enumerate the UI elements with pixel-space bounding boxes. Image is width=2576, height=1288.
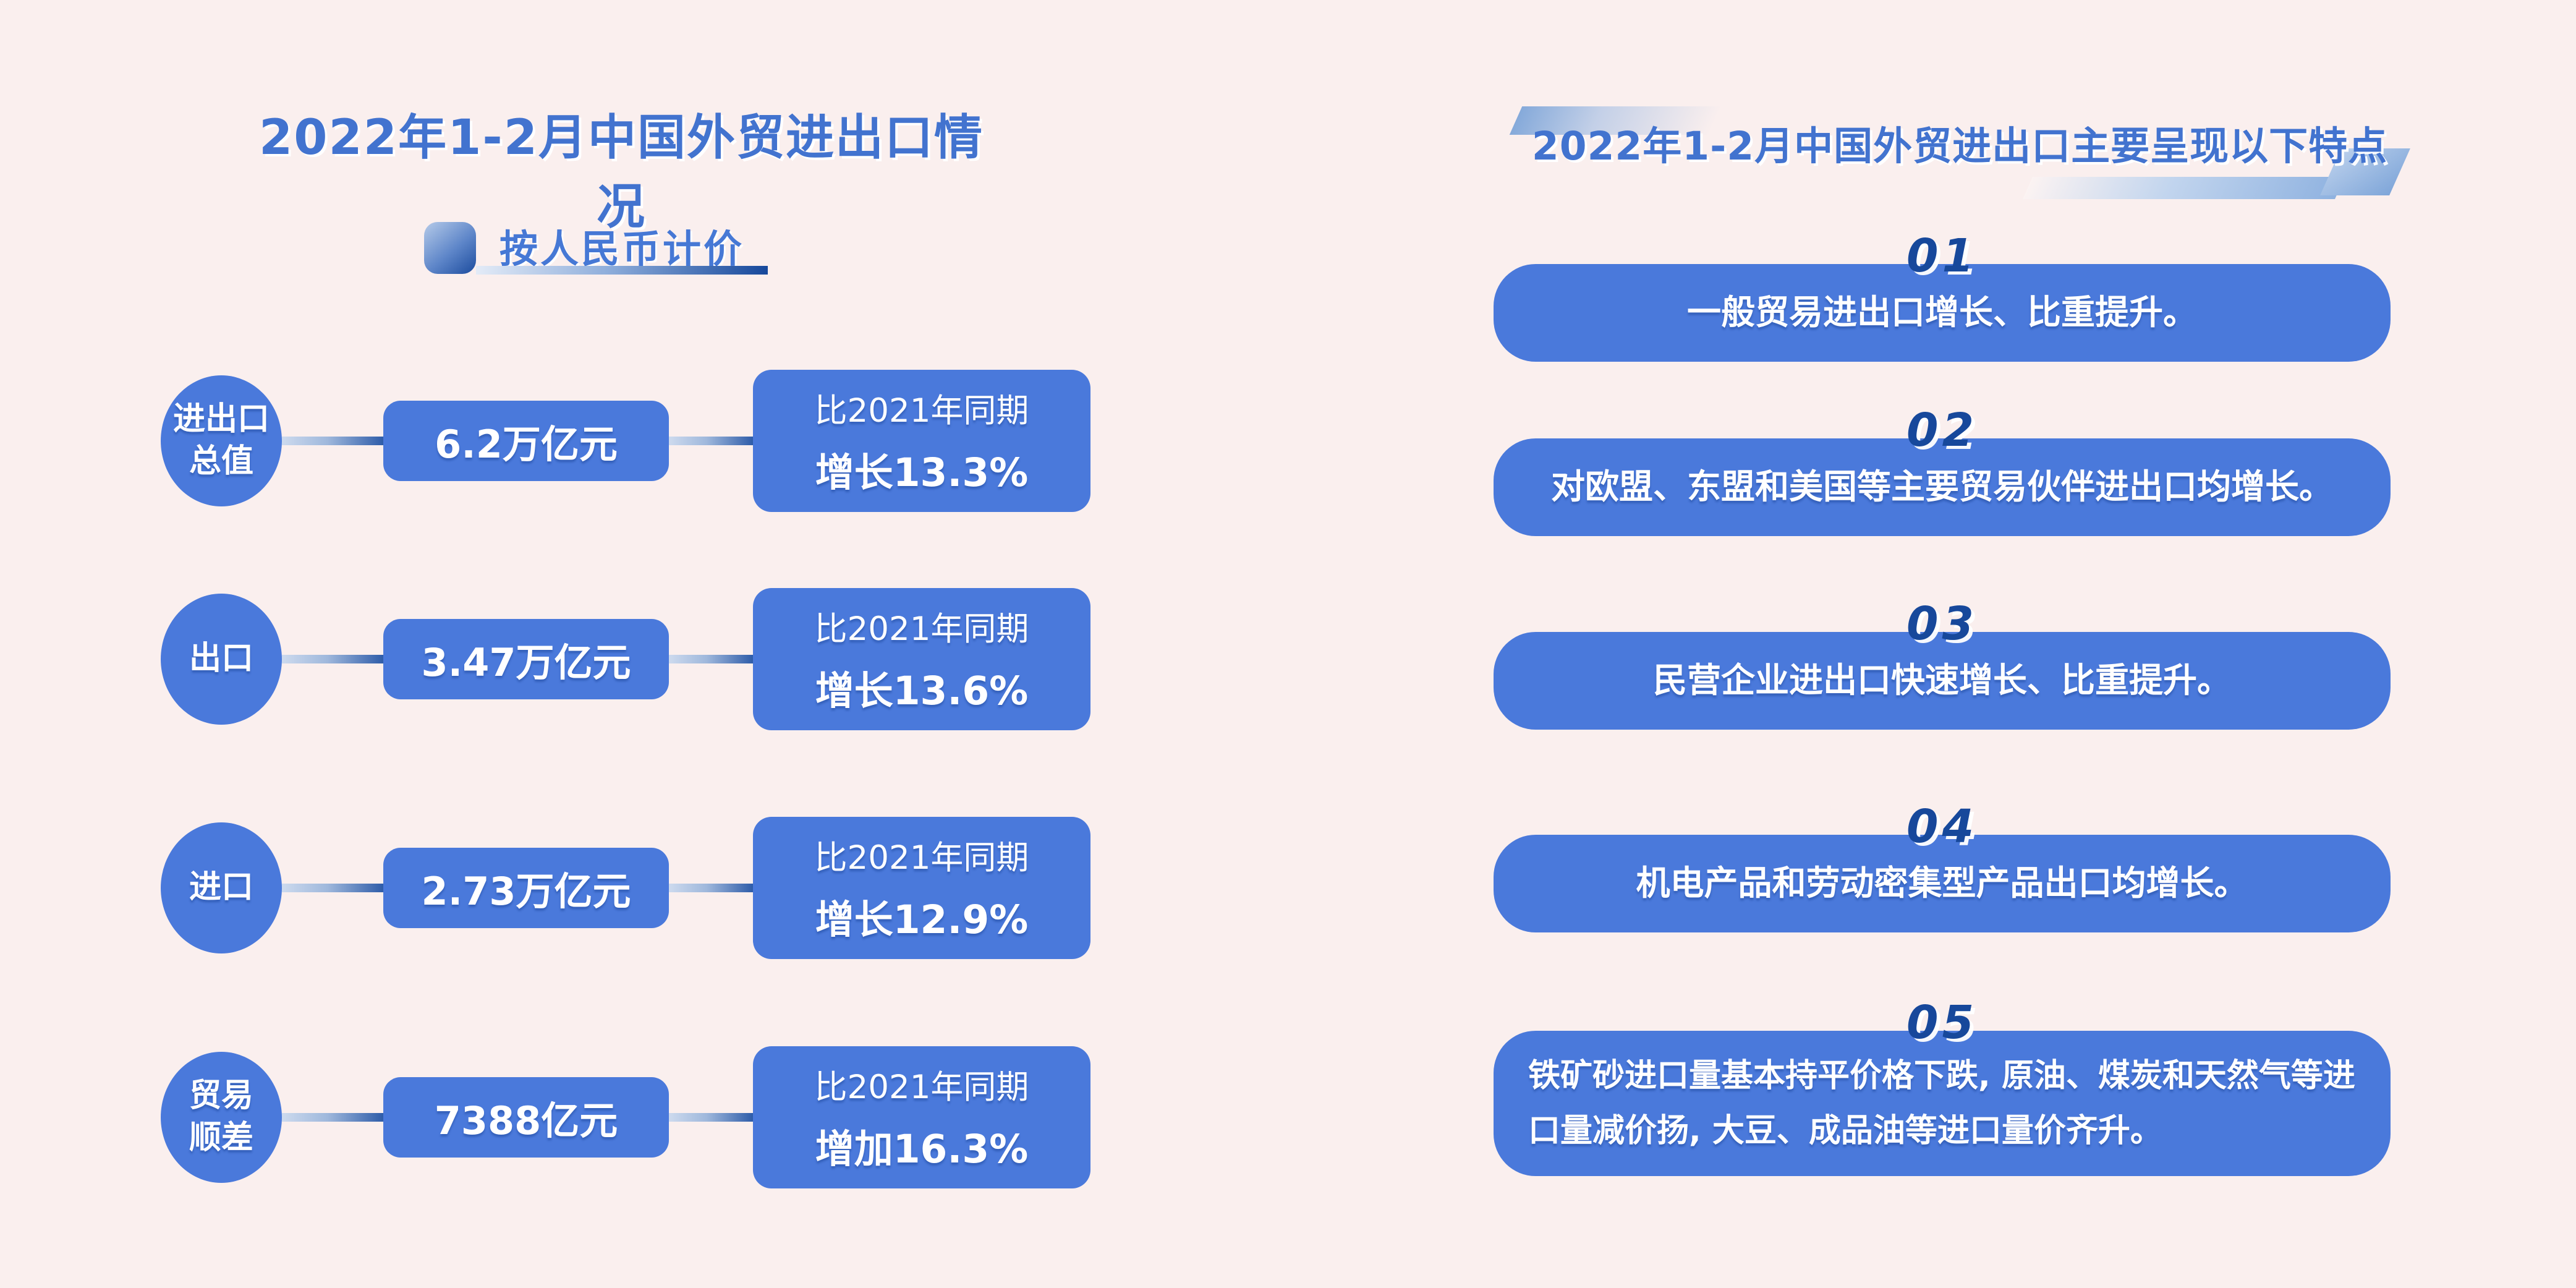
left-panel-title: 2022年1-2月中国外贸进出口情况 — [258, 110, 984, 235]
compare-prefix: 比2021年同期 — [814, 1068, 1029, 1106]
feature-number: 02 — [1906, 404, 1978, 457]
compare-change: 增长12.9% — [815, 897, 1029, 942]
connector-line-left — [282, 884, 383, 892]
stat-label: 进出口 总值 — [172, 401, 270, 480]
feature-pill: 对欧盟、东盟和美国等主要贸易伙伴进出口均增长。 — [1494, 438, 2391, 536]
connector-line-left — [282, 655, 383, 663]
stat-value-pill: 7388亿元 — [383, 1077, 669, 1158]
stat-label-circle: 进口 — [161, 822, 282, 953]
compare-prefix: 比2021年同期 — [814, 610, 1029, 648]
stat-row-import: 进口 2.73万亿元 比2021年同期 增长12.9% — [161, 789, 1094, 987]
connector-line-right — [669, 1113, 753, 1122]
right-panel-title: 2022年1-2月中国外贸进出口主要呈现以下特点 — [1531, 124, 2388, 169]
stat-label-circle: 出口 — [161, 594, 282, 725]
connector-line-right — [669, 884, 753, 892]
stat-value: 7388亿元 — [434, 1098, 618, 1143]
stat-label-circle: 进出口 总值 — [161, 375, 282, 506]
stat-value-pill: 2.73万亿元 — [383, 848, 669, 928]
subtitle-underline — [476, 266, 768, 275]
connector-line-left — [282, 1113, 383, 1122]
stat-label: 进口 — [189, 869, 253, 906]
feature-text: 民营企业进出口快速增长、比重提升。 — [1652, 660, 2231, 701]
stat-value-pill: 3.47万亿元 — [383, 619, 669, 699]
compare-prefix: 比2021年同期 — [814, 838, 1029, 877]
feature-number: 05 — [1906, 996, 1978, 1049]
stat-row-total: 进出口 总值 6.2万亿元 比2021年同期 增长13.3% — [161, 342, 1094, 540]
stat-value-pill: 6.2万亿元 — [383, 401, 669, 481]
title-decoration-bottom-right — [2022, 177, 2345, 199]
compare-change: 增加16.3% — [815, 1126, 1029, 1172]
feature-pill: 一般贸易进出口增长、比重提升。 — [1494, 264, 2391, 362]
stat-compare-box: 比2021年同期 增长13.6% — [753, 588, 1090, 730]
stat-row-surplus: 贸易 顺差 7388亿元 比2021年同期 增加16.3% — [161, 1018, 1094, 1216]
stat-compare-box: 比2021年同期 增加16.3% — [753, 1046, 1090, 1188]
connector-line-right — [669, 655, 753, 663]
compare-change: 增长13.3% — [815, 450, 1029, 495]
stat-value: 3.47万亿元 — [421, 640, 631, 685]
currency-basis-label: 按人民币计价 — [499, 226, 745, 271]
feature-number: 04 — [1906, 800, 1978, 853]
stat-label-circle: 贸易 顺差 — [161, 1052, 282, 1183]
feature-text: 对欧盟、东盟和美国等主要贸易伙伴进出口均增长。 — [1550, 467, 2333, 507]
feature-pill: 铁矿砂进口量基本持平价格下跌, 原油、煤炭和天然气等进 口量减价扬, 大豆、成品… — [1494, 1031, 2391, 1176]
feature-number: 01 — [1906, 229, 1978, 283]
feature-text: 一般贸易进出口增长、比重提升。 — [1686, 292, 2197, 333]
stat-label: 出口 — [189, 640, 253, 678]
feature-text: 铁矿砂进口量基本持平价格下跌, 原油、煤炭和天然气等进 口量减价扬, 大豆、成品… — [1528, 1057, 2355, 1149]
feature-pill: 民营企业进出口快速增长、比重提升。 — [1494, 632, 2391, 730]
stat-value: 2.73万亿元 — [421, 869, 631, 914]
stat-compare-box: 比2021年同期 增长13.3% — [753, 370, 1090, 512]
compare-change: 增长13.6% — [815, 668, 1029, 714]
stat-row-export: 出口 3.47万亿元 比2021年同期 增长13.6% — [161, 560, 1094, 758]
stat-compare-box: 比2021年同期 增长12.9% — [753, 817, 1090, 959]
compare-prefix: 比2021年同期 — [814, 391, 1029, 430]
feature-pill: 机电产品和劳动密集型产品出口均增长。 — [1494, 835, 2391, 932]
connector-line-right — [669, 437, 753, 445]
rounded-square-bullet-icon — [424, 222, 476, 274]
feature-text: 机电产品和劳动密集型产品出口均增长。 — [1636, 863, 2248, 903]
stat-value: 6.2万亿元 — [435, 422, 618, 467]
connector-line-left — [282, 437, 383, 445]
feature-number: 03 — [1906, 597, 1978, 650]
stat-label: 贸易 顺差 — [189, 1077, 253, 1156]
